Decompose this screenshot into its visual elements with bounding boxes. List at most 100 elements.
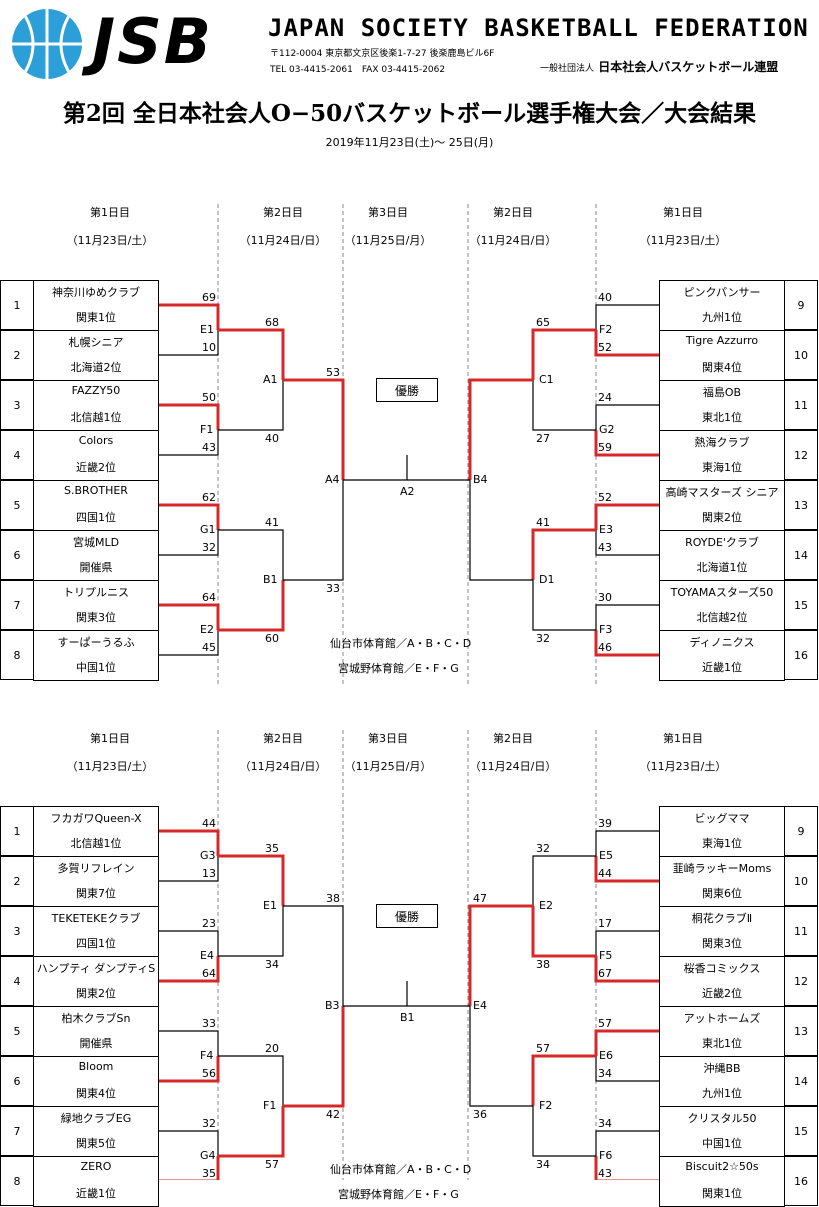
team-cell [33, 630, 159, 681]
bracket-line [595, 604, 659, 630]
score: 41 [265, 516, 279, 529]
team-name: 沖縄BB [703, 1062, 741, 1075]
bracket-line [532, 380, 596, 431]
column-day: 第2日目 [493, 732, 533, 745]
score: 50 [202, 391, 216, 404]
score: 44 [598, 867, 612, 880]
bracket-line [531, 328, 596, 380]
team-name: 桐花クラブⅡ [691, 912, 753, 925]
game-code: G1 [200, 523, 216, 536]
game-code: F1 [200, 423, 214, 436]
game-code: E4 [200, 949, 214, 962]
seed-number: 16 [784, 1156, 818, 1206]
score: 69 [202, 291, 216, 304]
seed-number: 8 [0, 630, 34, 680]
column-date: （11月24日/日） [469, 760, 557, 773]
score: 38 [536, 958, 550, 971]
game-code: E6 [599, 1049, 613, 1062]
champion-label: 優勝 [376, 378, 438, 402]
score: 57 [598, 1017, 612, 1030]
score: 32 [202, 541, 216, 554]
seed-number: 16 [784, 630, 818, 680]
score: 24 [598, 391, 612, 404]
score: 52 [598, 491, 612, 504]
score: 44 [202, 817, 216, 830]
team-rank: 東海1位 [702, 837, 742, 850]
bracket-line [595, 1056, 659, 1082]
score: 62 [202, 491, 216, 504]
column-day: 第3日目 [368, 732, 408, 745]
team-rank: 近畿1位 [76, 1187, 116, 1200]
bracket-line [159, 956, 220, 983]
org-name-jp-text: 日本社会人バスケットボール連盟 [598, 60, 779, 74]
column-date: （11月24日/日） [239, 760, 327, 773]
column-day: 第1日目 [663, 206, 703, 219]
team-name: クリスタル50 [687, 1112, 757, 1125]
team-name: ディノニクス [689, 636, 755, 649]
team-name: ビッグママ [694, 812, 750, 825]
team-rank: 関東2位 [76, 987, 116, 1000]
seed-number: 4 [0, 956, 34, 1006]
seed-number: 11 [784, 906, 818, 956]
score: 43 [202, 441, 216, 454]
column-date: （11月24日/日） [469, 234, 557, 247]
bracket-line [532, 1106, 596, 1157]
score: 36 [473, 1108, 487, 1121]
bracket-line [218, 529, 284, 580]
game-code: G4 [200, 1149, 216, 1162]
bracket-line [159, 1156, 220, 1180]
column-date: （11月23日/土） [66, 234, 154, 247]
team-name: 福島OB [702, 386, 742, 399]
score: 41 [536, 516, 550, 529]
score: 53 [326, 366, 340, 379]
column-date: （11月23日/土） [639, 234, 727, 247]
event-date: 2019年11月23日(土)〜 25日(月) [325, 136, 494, 149]
seed-number: 10 [784, 856, 818, 906]
game-code: F3 [599, 623, 613, 636]
bracket-line [594, 1029, 659, 1056]
score: 13 [202, 867, 216, 880]
team-rank: 中国1位 [702, 1137, 742, 1150]
team-rank: 北海道2位 [70, 361, 122, 374]
bracket-line [159, 829, 220, 856]
seed-number: 1 [0, 806, 34, 856]
bracket-line [159, 1030, 219, 1056]
bracket-line [159, 630, 219, 656]
team-name: ハンプティ ダンプティS [36, 962, 156, 975]
bracket-lines [159, 204, 659, 1180]
column-day: 第2日目 [263, 732, 303, 745]
team-name: 高崎マスターズ シニア [665, 486, 779, 499]
team-rank: 開催県 [79, 561, 113, 574]
score: 56 [202, 1067, 216, 1080]
game-code: E1 [200, 323, 214, 336]
seed-number: 14 [784, 530, 818, 580]
seed-number: 8 [0, 1156, 34, 1206]
score: 20 [265, 1042, 279, 1055]
bracket-line [218, 580, 285, 632]
team-name: 緑地クラブEG [60, 1112, 132, 1125]
team-name: Bloom [78, 1060, 114, 1073]
team-rank: 中国1位 [76, 661, 116, 674]
bracket-line [595, 1130, 659, 1156]
score: 40 [265, 432, 279, 445]
seed-number: 12 [784, 430, 818, 480]
team-name: トリプルニス [63, 586, 129, 599]
score: 27 [536, 432, 550, 445]
bracket-line [594, 856, 659, 883]
seed-number: 11 [784, 380, 818, 430]
score: 68 [265, 316, 279, 329]
game-code: A1 [263, 373, 278, 386]
column-day: 第3日目 [368, 206, 408, 219]
game-code: F1 [263, 1099, 277, 1112]
score: 67 [598, 967, 612, 980]
bracket-line [594, 956, 659, 983]
score: 43 [598, 1167, 612, 1180]
bracket-line [468, 378, 533, 480]
basketball-lines [12, 9, 82, 79]
bracket-line [468, 904, 533, 1006]
champion-label: 優勝 [376, 904, 438, 928]
game-code: B1 [400, 1011, 415, 1024]
score: 33 [202, 1017, 216, 1030]
basketball-logo-icon [12, 9, 82, 79]
seed-number: 7 [0, 1106, 34, 1156]
